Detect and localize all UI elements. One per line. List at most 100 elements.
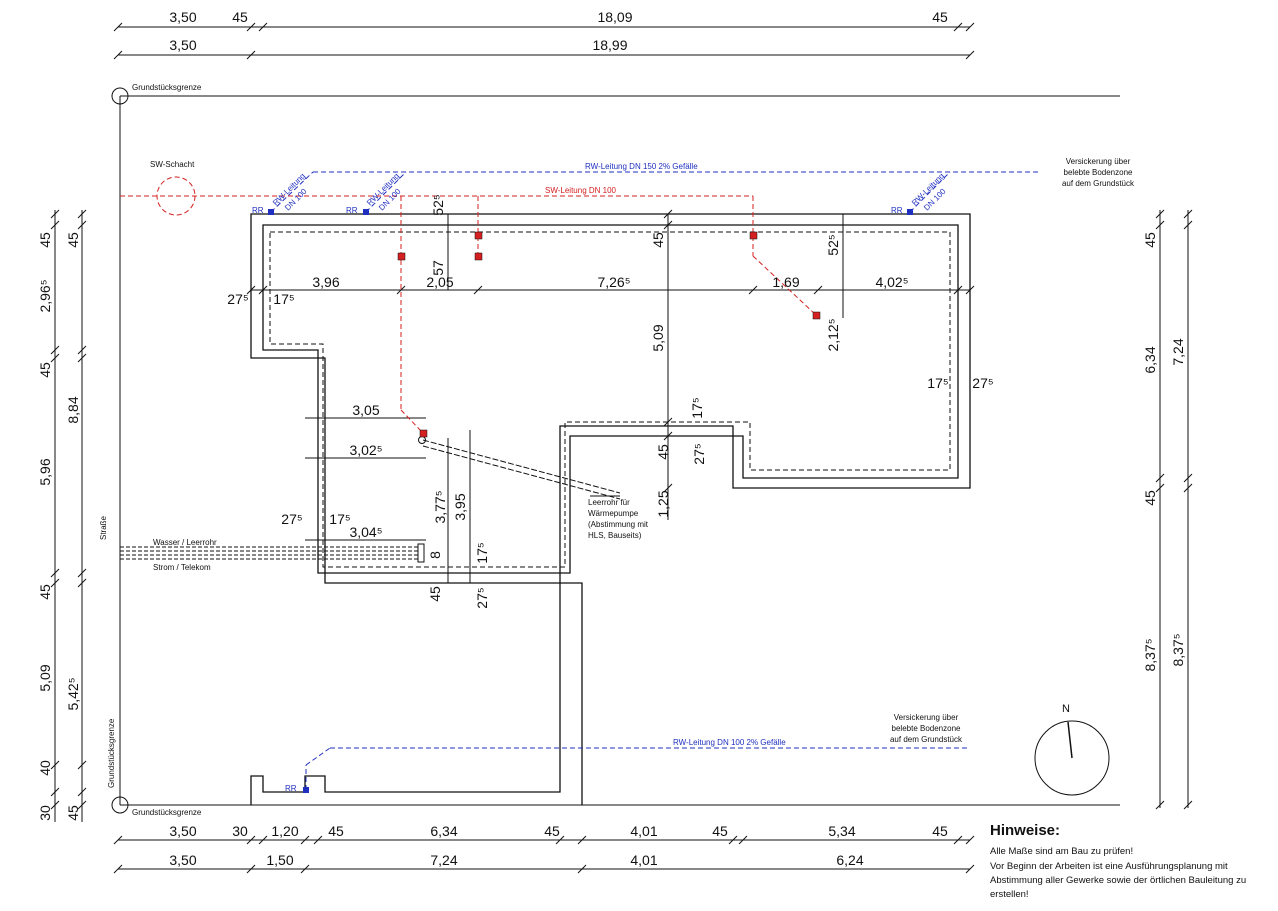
label-boundary-left: Grundstücksgrenze (107, 718, 116, 788)
top-dim-1-b: 45 (232, 9, 248, 25)
bottom-dim-1-j: 45 (932, 823, 948, 839)
building-inner-wall (262, 224, 959, 574)
left-dim-inner-1: 45 (65, 232, 81, 248)
label-boundary-top: Grundstücksgrenze (132, 83, 202, 92)
heat-pump-conduit (422, 439, 621, 500)
label-rw-bottom: RW-Leitung DN 100 2% Gefälle (673, 738, 786, 747)
dim-175-left: 17⁵ (273, 291, 294, 307)
dim-125: 1,25 (655, 490, 671, 517)
utility-entry (417, 543, 425, 563)
dim-4025: 4,02⁵ (875, 274, 908, 290)
bottom-dim-2-d: 4,01 (630, 852, 657, 868)
left-dim-inner-3: 5,42⁵ (65, 677, 81, 710)
dim-45-top: 45 (650, 232, 666, 248)
label-rr-3: RR (891, 206, 903, 215)
label-infiltration-top-2: belebte Bodenzone (1064, 168, 1134, 177)
dim-175-notch: 17⁵ (689, 397, 705, 418)
dim-2125: 2,12⁵ (825, 318, 841, 351)
right-dim-inner-3: 45 (1142, 490, 1158, 506)
notes-line-1: Alle Maße sind am Bau zu prüfen! (990, 846, 1134, 857)
label-heat-pump-2: Wärmepumpe (588, 509, 639, 518)
sewage-inlet-markers (397, 231, 821, 438)
label-infiltration-top-1: Versickerung über (1066, 157, 1131, 166)
sewage-lines (120, 176, 817, 434)
dim-396: 3,96 (312, 274, 339, 290)
label-street: Straße (99, 515, 108, 540)
boundary-marker-top (111, 87, 129, 105)
left-dim-outer-8: 30 (37, 805, 53, 821)
dim-275-left: 27⁵ (227, 291, 248, 307)
label-rr-1: RR (252, 206, 264, 215)
label-infiltration-bottom-2: belebte Bodenzone (892, 724, 962, 733)
right-dim-inner-1: 45 (1142, 232, 1158, 248)
dim-305: 3,05 (352, 402, 379, 418)
dimension-ticks (50, 22, 1193, 874)
utility-lines (120, 546, 420, 560)
left-dim-outer-1: 45 (37, 232, 53, 248)
bottom-dim-1-i: 5,34 (828, 823, 855, 839)
dim-3775: 3,77⁵ (432, 490, 448, 523)
dim-175-right: 17⁵ (927, 375, 948, 391)
right-dim-outer-1: 7,24 (1170, 338, 1186, 365)
left-dim-inner-2: 8,84 (65, 396, 81, 423)
left-dim-outer-5: 45 (37, 584, 53, 600)
dim-45-base: 45 (427, 586, 443, 602)
dim-52-right: 52⁵ (825, 234, 841, 255)
left-dim-outer-4: 5,96 (37, 458, 53, 485)
left-dim-outer-7: 40 (37, 760, 53, 776)
top-dim-2-a: 3,50 (169, 37, 196, 53)
annex-wall-lower (250, 583, 561, 805)
dim-175-lower: 17⁵ (329, 511, 350, 527)
label-power: Strom / Telekom (153, 563, 211, 572)
label-water: Wasser / Leerrohr (153, 538, 217, 547)
boundary-marker-bottom (111, 796, 129, 814)
foundation-outline (269, 231, 951, 568)
bottom-dim-1-h: 45 (712, 823, 728, 839)
dim-395: 3,95 (452, 493, 468, 520)
bottom-dim-1-e: 6,34 (430, 823, 457, 839)
annex-wall-right (560, 582, 583, 805)
top-dim-1-a: 3,50 (169, 9, 196, 25)
label-infiltration-bottom-3: auf dem Grundstück (890, 735, 963, 744)
building-outer-wall (250, 213, 971, 584)
left-dim-outer-2: 2,96⁵ (37, 279, 53, 312)
top-dim-1-d: 45 (932, 9, 948, 25)
dim-275-base: 27⁵ (474, 587, 490, 608)
label-heat-pump-4: HLS, Bauseits) (588, 531, 642, 540)
dim-8: 8 (427, 551, 443, 559)
bottom-dim-1-f: 45 (544, 823, 560, 839)
dim-3025: 3,02⁵ (349, 442, 382, 458)
bottom-dim-2-b: 1,50 (266, 852, 293, 868)
right-dim-inner-2: 6,34 (1142, 346, 1158, 373)
label-heat-pump-3: (Abstimmung mit (588, 520, 649, 529)
dim-45-mid: 45 (655, 444, 671, 460)
top-dim-2-b: 18,99 (592, 37, 627, 53)
dim-175-base: 17⁵ (474, 542, 490, 563)
label-sw-shaft: SW-Schacht (150, 160, 195, 169)
bottom-dim-1-b: 30 (232, 823, 248, 839)
bottom-dim-1-c: 1,20 (271, 823, 298, 839)
dim-7265: 7,26⁵ (597, 274, 630, 290)
dim-169: 1,69 (772, 274, 799, 290)
notes-title: Hinweise: (990, 822, 1061, 839)
rainwater-lines (270, 171, 1040, 790)
bottom-dim-2-e: 6,24 (836, 852, 863, 868)
notes-line-2: Vor Beginn der Arbeiten ist eine Ausführ… (990, 861, 1247, 900)
bottom-dim-1-a: 3,50 (169, 823, 196, 839)
dim-205: 2,05 (426, 274, 453, 290)
left-dim-outer-3: 45 (37, 362, 53, 378)
label-infiltration-bottom-1: Versickerung über (894, 713, 959, 722)
label-rw-top: RW-Leitung DN 150 2% Gefälle (585, 162, 698, 171)
north-arrow-needle (1067, 721, 1073, 759)
label-boundary-bottom: Grundstücksgrenze (132, 808, 202, 817)
label-sw-line: SW-Leitung DN 100 (545, 186, 617, 195)
left-dim-inner-4: 45 (65, 805, 81, 821)
dim-275-right: 27⁵ (972, 375, 993, 391)
label-rr-2: RR (346, 206, 358, 215)
left-dim-outer-6: 5,09 (37, 664, 53, 691)
north-arrow-circle (1034, 720, 1110, 796)
dim-509: 5,09 (650, 324, 666, 351)
bottom-dim-2-c: 7,24 (430, 852, 457, 868)
rr-markers (268, 209, 913, 793)
